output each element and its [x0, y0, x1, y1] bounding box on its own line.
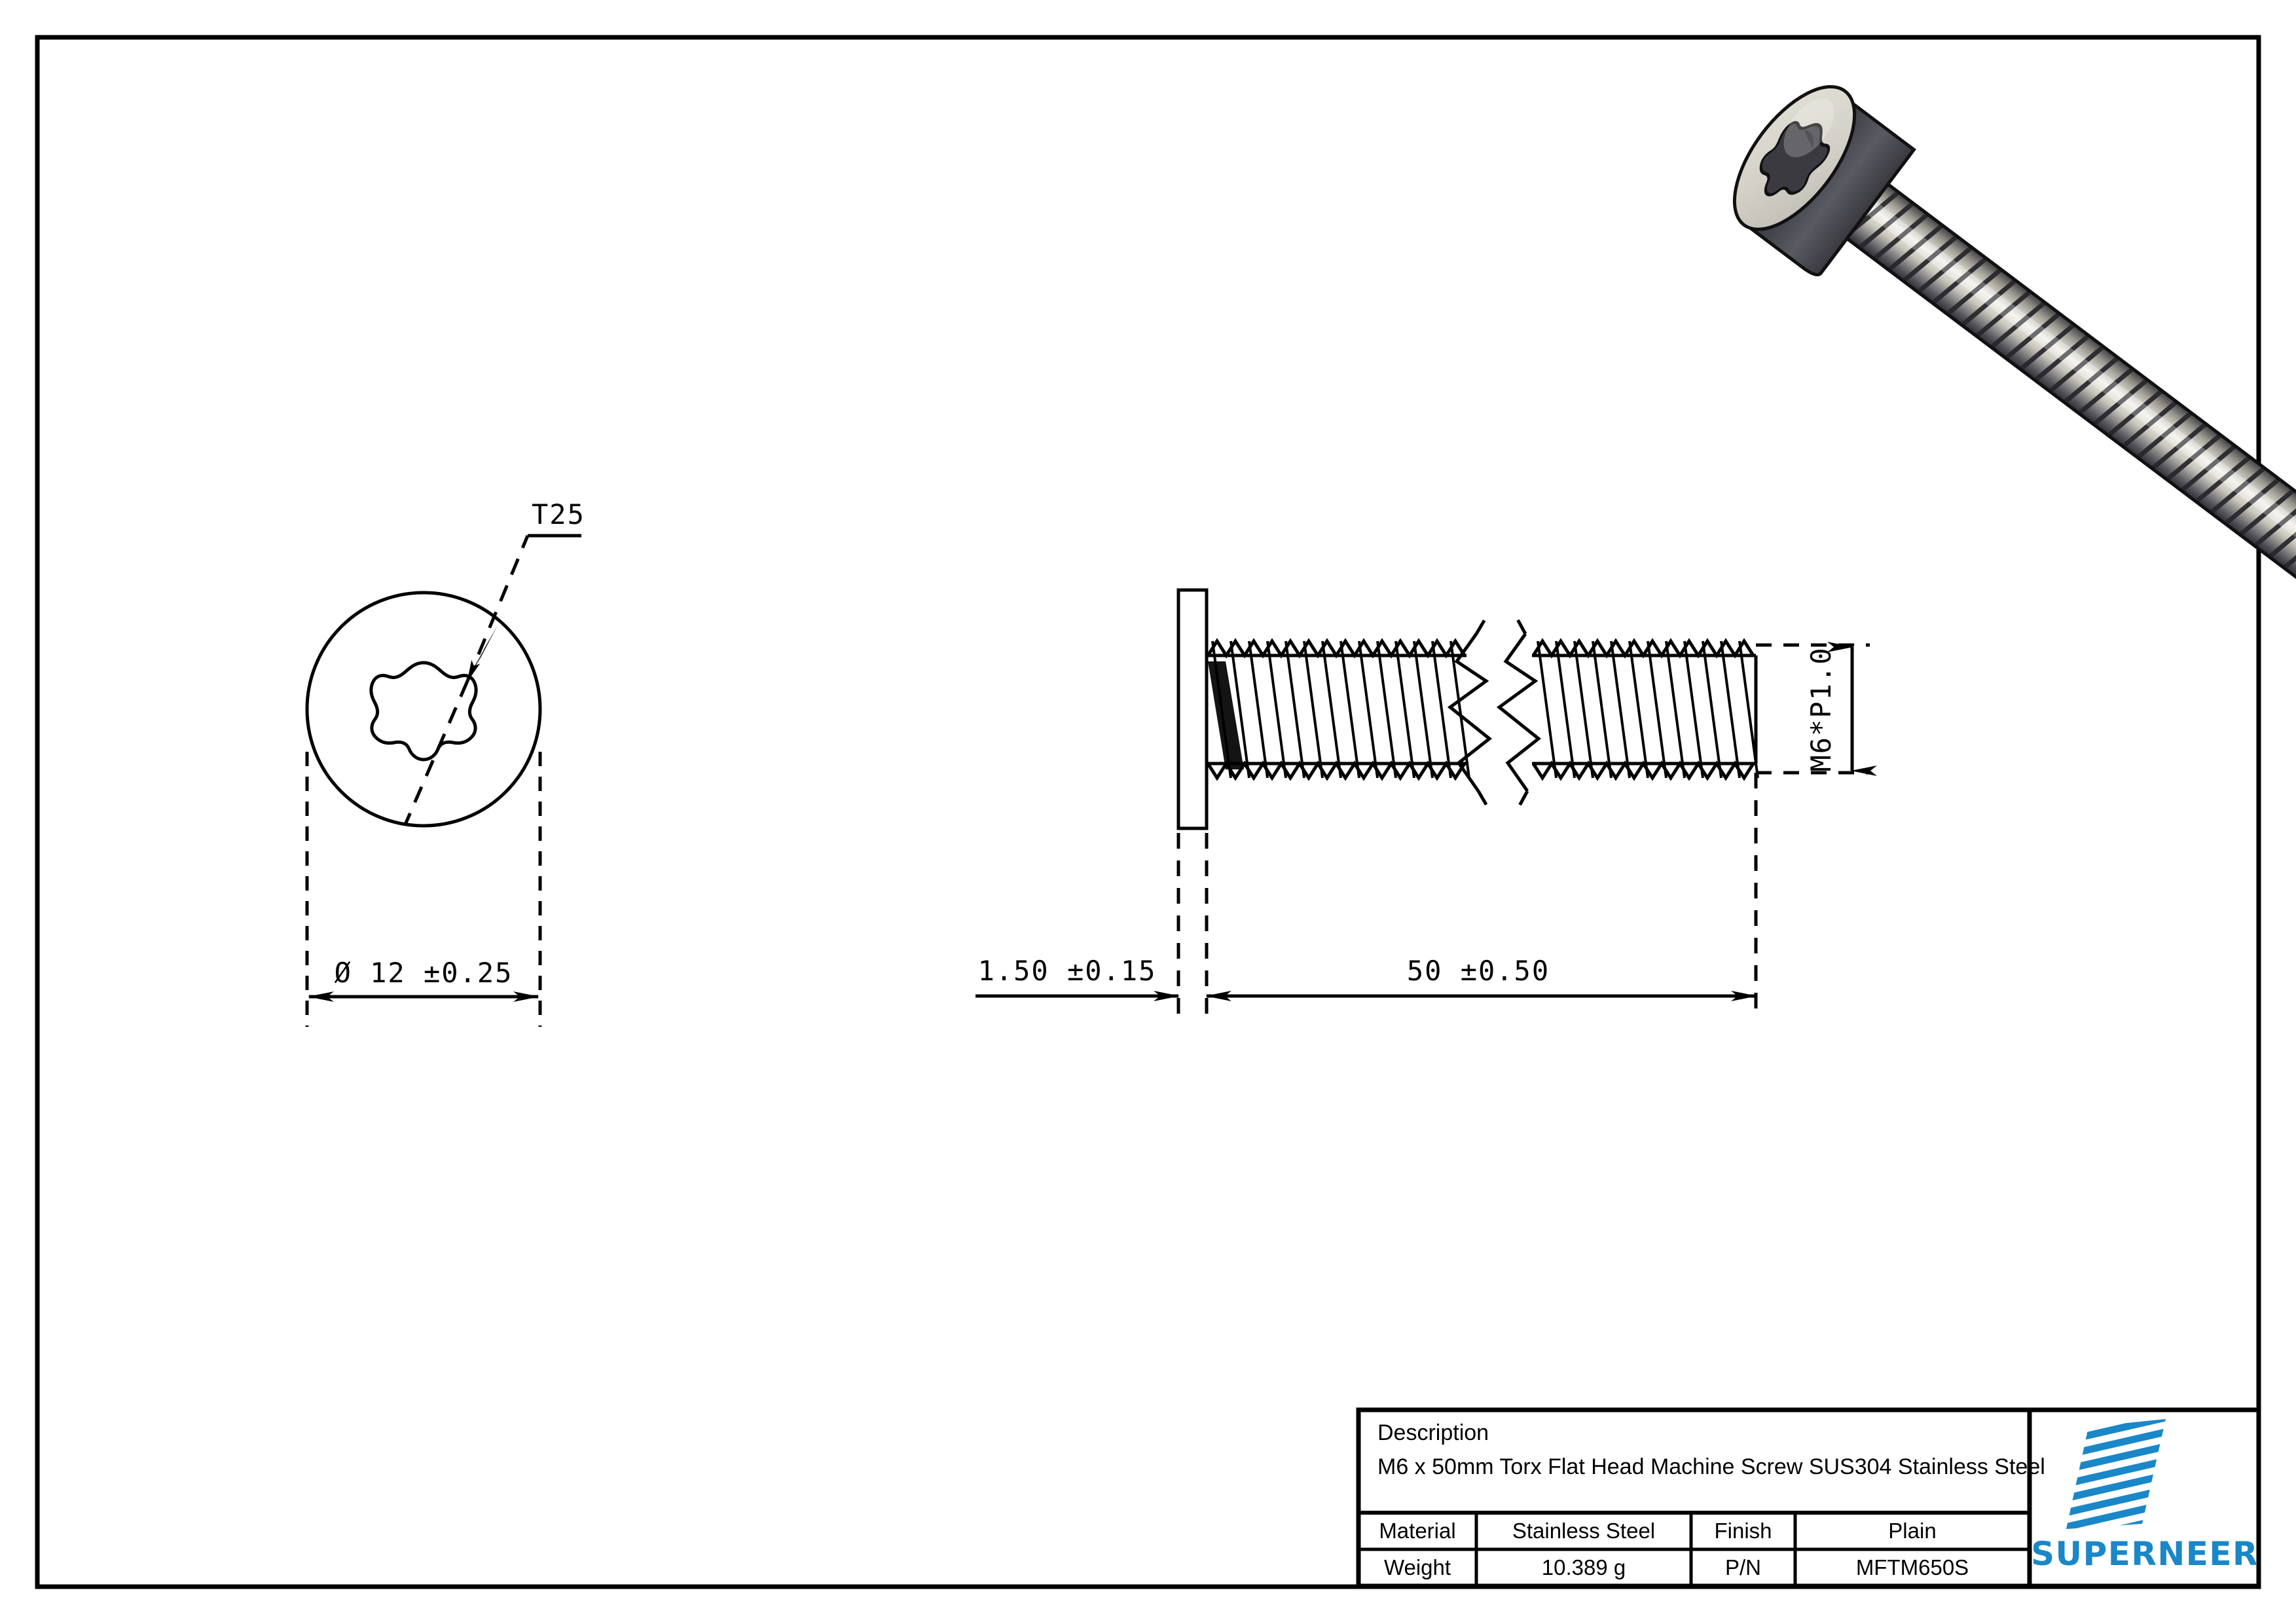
head-top-view [305, 534, 581, 1027]
side-elevation-view [975, 588, 1877, 1018]
length-dimension-text: 50 ±0.50 [1407, 955, 1550, 987]
drive-callout-text: T25 [532, 498, 585, 530]
finish-label: Finish [1714, 1519, 1772, 1543]
break-line-right [1496, 633, 1542, 792]
finish-value: Plain [1888, 1519, 1937, 1543]
thread-segment-left [1206, 618, 1493, 808]
head-3d [1732, 85, 1916, 277]
break-line-left [1447, 633, 1493, 792]
diameter-dimension-text: Ø 12 ±0.25 [335, 957, 513, 989]
thread-segment-right [1496, 618, 1759, 808]
torx-socket-profile [369, 661, 478, 762]
part-number-label: P/N [1724, 1555, 1761, 1579]
description-value: M6 x 50mm Torx Flat Head Machine Screw S… [1377, 1454, 2045, 1479]
thread-dimension [1756, 642, 1877, 776]
isometric-3d-render [1732, 85, 2296, 617]
head-thickness-dimension-text: 1.50 ±0.15 [978, 955, 1157, 987]
striped-parallelogram-mark-icon [2066, 1419, 2166, 1529]
logo-wordmark: SUPERNEER [2033, 1535, 2256, 1572]
weight-label: Weight [1383, 1555, 1451, 1579]
head-profile-rect [1176, 588, 1209, 830]
material-value: Stainless Steel [1512, 1519, 1656, 1543]
thread-dimension-text: M6*P1.0 [1805, 646, 1837, 771]
t25-leader [403, 534, 581, 825]
logo-wordmark-text: SUPERNEER [2033, 1535, 2256, 1572]
weight-value: 10.389 g [1541, 1555, 1626, 1579]
material-label: Material [1379, 1519, 1456, 1543]
description-label: Description [1377, 1420, 1489, 1445]
head-outline-circle [305, 591, 542, 828]
sheet-border [35, 35, 2261, 1589]
company-logo: SUPERNEER [2030, 1411, 2257, 1585]
title-block-frame [1356, 1407, 2261, 1589]
part-number-value: MFTM650S [1855, 1555, 1969, 1579]
